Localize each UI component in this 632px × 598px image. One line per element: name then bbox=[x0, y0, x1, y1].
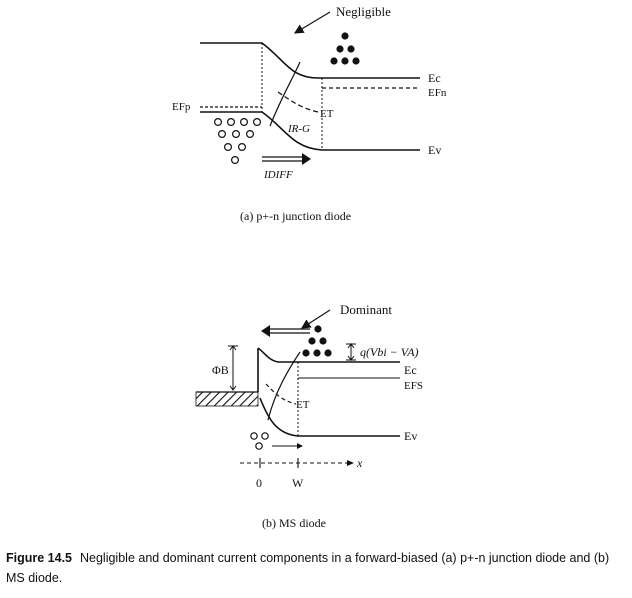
et-line-b bbox=[265, 383, 297, 405]
rg-path-a bbox=[269, 61, 301, 127]
metal-block bbox=[195, 391, 259, 407]
phib-label: ΦB bbox=[212, 363, 229, 377]
x-axis-label: x bbox=[356, 456, 363, 470]
ev-label-a: Ev bbox=[428, 143, 441, 157]
x-axis bbox=[240, 458, 354, 468]
subcaption-b: (b) MS diode bbox=[262, 516, 326, 530]
subcaption-a: (a) p+-n junction diode bbox=[240, 209, 351, 223]
efp-label: EFp bbox=[172, 101, 191, 113]
holes-b bbox=[250, 432, 269, 450]
idiff-label: IDIFF bbox=[263, 169, 293, 181]
negligible-pointer bbox=[293, 11, 331, 34]
ec-band-b bbox=[257, 347, 400, 392]
holes-a bbox=[214, 117, 262, 165]
ec-label-a: Ec bbox=[428, 71, 441, 85]
et-line-a bbox=[277, 91, 319, 113]
diagram-b: Dominant q(Vbi − VA) ΦB Ec EFS ET Ev x 0… bbox=[195, 302, 423, 530]
electrons-b bbox=[302, 325, 332, 357]
caption-text: Negligible and dominant current componen… bbox=[6, 551, 610, 585]
barrier-indicator bbox=[346, 343, 356, 361]
irg-label: IR-G bbox=[287, 123, 310, 135]
ev-band-a bbox=[200, 111, 420, 151]
rg-path-b bbox=[267, 351, 301, 421]
efn-label: EFn bbox=[428, 87, 447, 99]
tick-0-label: 0 bbox=[256, 476, 262, 490]
dominant-current-arrow bbox=[261, 325, 310, 337]
et-label-b: ET bbox=[296, 399, 310, 411]
figure-number: Figure 14.5 bbox=[6, 551, 72, 565]
electrons-a bbox=[330, 32, 360, 65]
dominant-label: Dominant bbox=[340, 302, 392, 317]
hole-flow-arrow bbox=[272, 443, 303, 449]
figure-diagram: Negligible Ec EFn EFp ET IR-G Ev IDIFF (… bbox=[172, 4, 447, 530]
ev-band-b bbox=[259, 397, 400, 437]
idiff-arrow bbox=[262, 153, 311, 165]
diagram-a: Negligible Ec EFn EFp ET IR-G Ev IDIFF (… bbox=[172, 4, 447, 223]
efs-label: EFS bbox=[404, 380, 423, 392]
negligible-label: Negligible bbox=[336, 4, 391, 19]
et-label-a: ET bbox=[320, 108, 334, 120]
phib-indicator bbox=[228, 345, 238, 391]
dominant-pointer bbox=[300, 309, 331, 329]
ev-label-b: Ev bbox=[404, 429, 417, 443]
ec-band-a bbox=[200, 42, 420, 79]
tick-w-label: W bbox=[292, 476, 304, 490]
ec-label-b: Ec bbox=[404, 363, 417, 377]
barrier-label: q(Vbi − VA) bbox=[360, 345, 419, 359]
